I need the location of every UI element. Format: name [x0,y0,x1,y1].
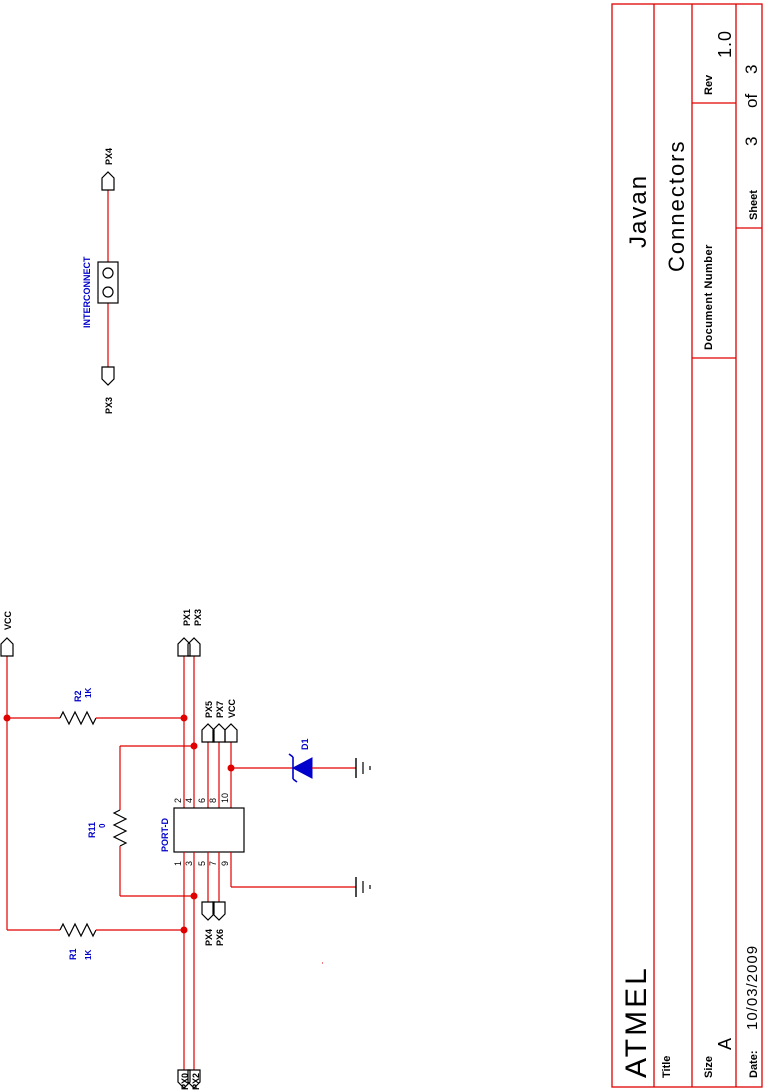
pin-3: 3 [184,861,194,866]
date-label: Date: [748,1050,760,1078]
r2-value: 1K [84,688,93,698]
sheet-label: Sheet [748,190,760,220]
port-d-label: PORT-D [160,817,170,852]
pin-4: 4 [184,798,194,803]
port-d-circuit: VCC R2 1K R1 1K R11 0 PX1 PX3 [1,609,370,1090]
r11-ref: R11 [87,822,97,838]
d1-diode-symbol [293,758,312,778]
port-px7-symbol [213,724,225,742]
r2-ref: R2 [73,690,83,702]
port-px3-label: PX3 [104,397,114,414]
px0-label: PX0 [180,1073,190,1090]
vcc-mid-label: VCC [227,698,237,718]
port-px5-symbol [202,724,214,742]
company-name: ATMEL [620,965,653,1078]
ground-icon [356,877,370,897]
port-px4-symbol [102,172,114,190]
sheet-number: 3 [742,137,761,146]
port-px4-symbol-2 [202,902,214,920]
project-name: Javan [625,174,652,248]
d1-ref: D1 [300,738,310,750]
pin-8: 8 [208,798,218,803]
ground-icon [356,758,370,778]
px1-label: PX1 [182,609,192,626]
pin-9: 9 [220,861,230,866]
pin-1: 1 [173,861,183,866]
pin-2: 2 [173,798,183,803]
pin-10: 10 [220,793,230,803]
px5-label: PX5 [204,701,214,718]
port-d-header [174,808,244,852]
r11-value: 0 [98,823,107,828]
r1-value: 1K [84,950,93,960]
px2-label: PX2 [191,1073,201,1090]
px3-label: PX3 [193,609,203,626]
pin-7: 7 [208,861,218,866]
document-number-label: Document Number [703,244,715,350]
pin-5: 5 [197,861,207,866]
px4-label: PX4 [204,929,214,946]
vcc-top-label: VCC [3,610,13,630]
port-px4-label: PX4 [104,148,114,165]
interconnect-label: INTERCONNECT [82,256,92,328]
size-value: A [715,1038,735,1050]
size-label: Size [703,1056,715,1078]
sheet-title: Connectors [664,139,689,272]
pin-6: 6 [197,798,207,803]
px6-label: PX6 [215,929,225,946]
r1-ref: R1 [68,948,78,960]
px7-label: PX7 [215,701,225,718]
title-label: Title [661,1056,673,1078]
title-block: ATMEL Javan Title Connectors Size A Docu… [612,4,762,1087]
rev-value: 1.0 [715,30,735,58]
port-px6-symbol [213,902,225,920]
port-px3-symbol [102,367,114,385]
port-vcc-mid-symbol [225,724,237,742]
interconnect-block: INTERCONNECT PX4 PX3 [82,148,118,414]
sheet-total: 3 [742,65,761,74]
date-value: 10/03/2009 [744,945,761,1030]
sheet-of-label: of [742,94,761,108]
rev-label: Rev [703,74,715,95]
port-vcc-symbol [1,638,13,656]
